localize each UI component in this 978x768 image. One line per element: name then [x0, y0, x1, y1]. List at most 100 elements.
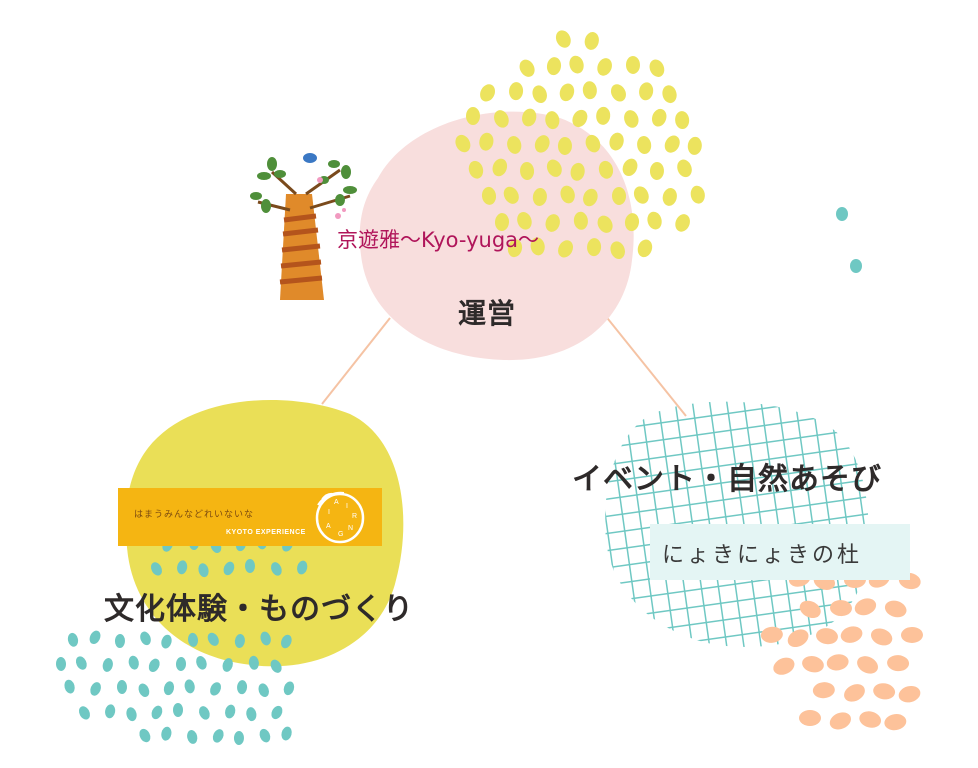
decor-dot [844, 684, 865, 702]
decor-dot [90, 682, 101, 696]
decor-dot [466, 107, 480, 125]
decor-dot [624, 213, 640, 232]
decor-dot [787, 629, 809, 648]
decor-dot [184, 679, 195, 694]
decor-dot [481, 186, 497, 205]
decor-dot [187, 632, 199, 647]
decor-dot [225, 704, 236, 719]
decor-dot [625, 55, 640, 74]
decor-dot [584, 32, 599, 50]
decor-dot [622, 158, 638, 177]
decor-dot [637, 136, 652, 154]
decor-dot [799, 710, 821, 726]
decor-dot [78, 706, 90, 720]
decor-dot [585, 134, 601, 153]
decor-dot [799, 600, 821, 619]
decor-dot [687, 136, 702, 155]
decor-dot [610, 241, 625, 260]
decor-dot [545, 111, 560, 130]
decor-dot [196, 656, 207, 670]
kyoto-experience-banner: はまうみんなどれいないな KYOTO EXPERIENCE A I R N G … [118, 488, 382, 546]
decor-dot [503, 186, 519, 204]
decor-dot [898, 685, 921, 703]
decor-dot [870, 628, 893, 646]
decor-dot [884, 714, 907, 731]
connector-right [603, 313, 687, 417]
event-nature-label: イベント・自然あそび [572, 462, 882, 497]
decor-dot [609, 132, 624, 151]
decor-dot [139, 728, 151, 743]
decor-dot [128, 655, 139, 670]
decor-dot [677, 159, 692, 178]
decor-dot [532, 85, 547, 104]
decor-dot [480, 84, 496, 102]
decor-dot [509, 82, 524, 101]
decor-dot [611, 186, 627, 205]
decor-dot [884, 600, 907, 618]
decor-dot [520, 162, 535, 180]
decor-dot [555, 30, 571, 48]
decor-dot [198, 563, 209, 578]
decor-dot [802, 656, 824, 673]
banner-name: KYOTO EXPERIENCE [226, 529, 306, 536]
decor-dot [55, 656, 67, 671]
decor-dot [212, 729, 224, 743]
decor-dot [233, 730, 244, 745]
decor-dot [558, 240, 574, 258]
decor-dot [546, 159, 562, 177]
decor-dot [816, 628, 838, 645]
decor-dot [492, 158, 508, 177]
decor-dot [140, 631, 151, 646]
decor-dot [560, 185, 575, 204]
decor-dot [675, 214, 690, 232]
decor-dot [116, 679, 127, 694]
decor-dot [258, 683, 269, 698]
logo-letter: A [334, 499, 339, 506]
decor-dot [210, 682, 222, 696]
decor-dot [148, 658, 160, 673]
decor-dot [161, 634, 172, 649]
decor-dot [830, 600, 852, 617]
decor-dot [597, 58, 612, 76]
decor-dot [150, 562, 162, 576]
decor-dot [690, 185, 705, 204]
decor-dot [494, 213, 510, 232]
decor-dot [873, 683, 896, 700]
decor-dot [507, 136, 522, 154]
decor-dot [532, 188, 547, 206]
logo-letter: I [328, 509, 330, 516]
logo-letter: G [338, 531, 344, 538]
decor-dot [161, 726, 172, 741]
decor-dot [854, 598, 877, 616]
decor-dot [175, 657, 187, 672]
decor-dot [199, 706, 210, 720]
decor-dot [479, 132, 494, 151]
decor-dot [507, 239, 523, 258]
decor-dot [281, 634, 292, 649]
decor-dot [271, 562, 282, 576]
decor-dot [281, 726, 292, 741]
decor-dot [812, 682, 835, 699]
decor-dot [163, 681, 175, 696]
decor-dot [900, 626, 923, 643]
decor-dot [222, 658, 233, 672]
decor-dot [649, 162, 664, 180]
decor-dot [64, 679, 75, 694]
decor-dot [826, 654, 849, 671]
decor-dot [597, 215, 613, 233]
nyoki-logo-box: にょきにょきの杜 [650, 524, 910, 580]
decor-dot [675, 111, 690, 130]
decor-dot [248, 655, 259, 670]
logo-letter: A [326, 523, 331, 530]
decor-dot [114, 634, 125, 648]
banner-script-text: はまうみんなどれいないな [134, 510, 255, 520]
tree-bird-icon [250, 153, 357, 300]
decor-dot [271, 705, 283, 720]
decor-dot [773, 657, 795, 675]
operation-label: 運営 [458, 297, 517, 330]
decor-dot [664, 135, 680, 153]
decor-dot [246, 707, 257, 722]
nyoki-logo-text: にょきにょきの杜 [662, 543, 863, 568]
decor-dot [639, 82, 654, 101]
logo-letter: I [346, 503, 348, 510]
